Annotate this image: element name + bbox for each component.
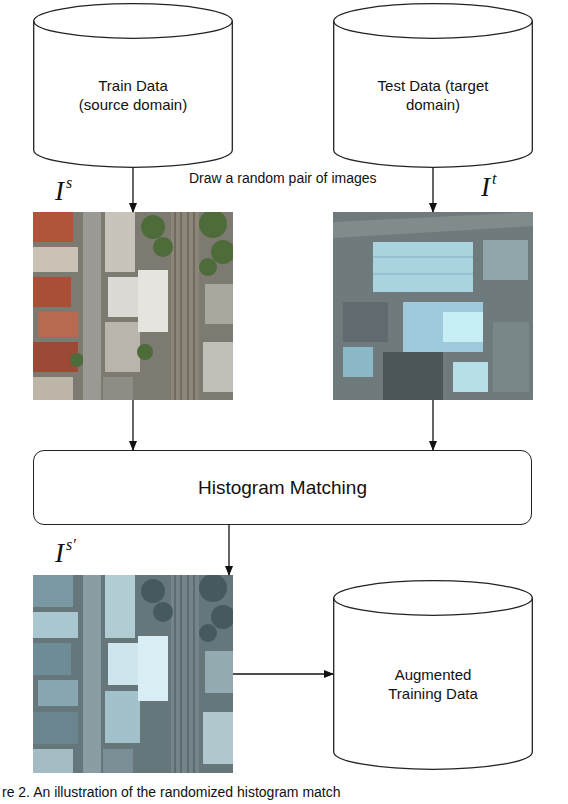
figure-caption: re 2. An illustration of the randomized … [2,784,341,800]
symbol-base: I [55,176,64,206]
flow-arrow [432,400,433,450]
node-text-wrap: Histogram Matching [34,476,531,499]
cylinder-rim [334,598,533,615]
cylinder-body [34,4,233,168]
image-symbol: Is [55,176,72,210]
node-text-wrap: Train Data (source domain) [33,76,233,114]
symbol-base: I [481,172,490,202]
symbol-superscript: t [492,170,496,187]
process-box: Histogram Matching [33,450,532,525]
image-frame: Is' [33,575,233,773]
image-frame: Is [33,212,233,400]
node-text-wrap: Augmented Training Data [333,665,533,703]
node-label: Augmented Training Data [373,665,493,703]
node-label: Histogram Matching [198,476,367,499]
flow-arrow [228,525,229,575]
symbol-superscript: s' [66,536,76,553]
symbol-base: I [55,538,64,568]
database-cylinder: Train Data (source domain) [33,3,233,168]
database-cylinder: Test Data (target domain) [333,3,533,168]
flow-arrow [432,168,433,212]
node-text-wrap: Test Data (target domain) [333,76,533,114]
image-symbol: Is' [55,538,76,572]
image-symbol: It [481,172,496,206]
node-label: Test Data (target domain) [373,76,493,114]
flow-arrow [132,168,133,212]
aerial-image [33,212,233,400]
database-cylinder: Augmented Training Data [333,580,533,770]
cylinder-body [334,4,533,168]
node-label: Train Data (source domain) [73,76,193,114]
flow-arrow [132,400,133,450]
cylinder-body [334,581,533,770]
cylinder-rim [34,21,233,38]
cylinder-rim [334,21,533,38]
aerial-image [33,575,233,773]
annotation-text: Draw a random pair of images [187,170,379,186]
symbol-superscript: s [66,174,72,191]
image-frame: It [333,212,533,400]
aerial-image [333,212,533,400]
flow-arrow [233,673,333,674]
